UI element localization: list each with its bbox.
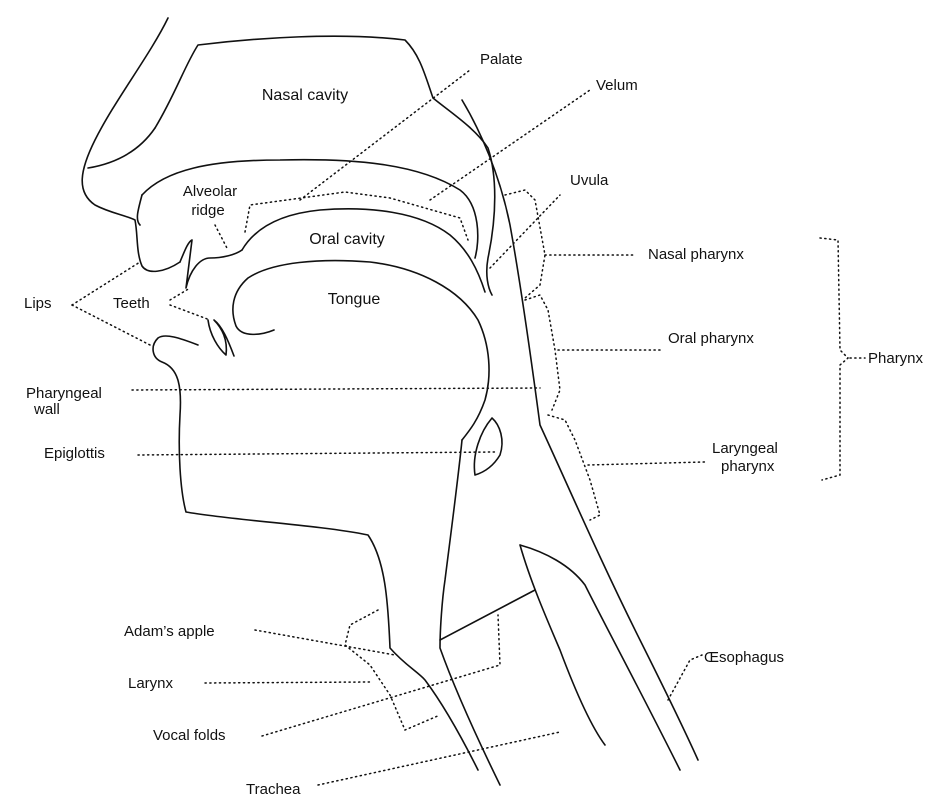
label-oral-pharynx: Oral pharynx (668, 330, 754, 347)
label-uvula: Uvula (570, 172, 609, 189)
lead-trachea (317, 731, 561, 786)
label-nasal-cavity: Nasal cavity (262, 87, 348, 104)
lead-pharyngeal-wall (131, 387, 541, 391)
trachea-front-wall (439, 439, 501, 786)
label-laryngeal-pharynx-1: Laryngeal (712, 440, 778, 457)
oesophagus-tube (519, 544, 681, 771)
oral-pharynx-bracket (524, 294, 561, 411)
label-palate: Palate (480, 51, 523, 68)
label-tongue: Tongue (328, 291, 381, 308)
pharynx-bracket (819, 237, 850, 481)
label-nasal-pharynx: Nasal pharynx (648, 246, 744, 263)
label-trachea: Trachea (246, 781, 301, 798)
lead-teeth-lower (169, 304, 211, 321)
label-epiglottis: Epiglottis (44, 445, 105, 462)
leader-lines (71, 69, 866, 786)
lead-velum (429, 89, 591, 201)
lead-adams-apple (254, 629, 396, 656)
lower-teeth (207, 319, 235, 357)
lower-face-profile (152, 335, 479, 771)
nasal-cavity-floor (141, 158, 479, 259)
tongue-surface (232, 259, 490, 441)
label-alveolar-2: ridge (191, 202, 224, 219)
lead-teeth-upper (169, 287, 191, 301)
lead-oesophagus (667, 654, 703, 701)
label-vocal-folds: Vocal folds (153, 727, 226, 744)
label-larynx: Larynx (128, 675, 174, 692)
label-velum: Velum (596, 77, 638, 94)
lead-palate (299, 69, 471, 201)
label-adams-apple: Adam’s apple (124, 623, 215, 640)
anatomy-outlines (81, 17, 699, 786)
nostril-line (87, 127, 156, 169)
nasal-cavity-outline (154, 35, 496, 296)
lead-palate-bracket (244, 191, 469, 241)
label-oesophagus: Œsophagus (704, 649, 784, 666)
lead-larynx (204, 681, 371, 684)
lead-laryngeal-pharynx (587, 461, 706, 466)
upper-teeth (136, 194, 243, 289)
label-pharynx: Pharynx (868, 350, 924, 367)
face-profile-upper (81, 17, 181, 273)
label-alveolar-1: Alveolar (183, 183, 237, 200)
epiglottis-shape (473, 417, 503, 476)
label-oral-cavity: Oral cavity (309, 231, 385, 248)
vocal-fold-line (439, 589, 536, 641)
label-lips: Lips (24, 295, 52, 312)
pharyngeal-back-wall (461, 99, 699, 761)
laryngeal-pharynx-bracket (547, 414, 601, 521)
label-laryngeal-pharynx-2: pharynx (721, 458, 775, 475)
lead-epiglottis (137, 451, 496, 456)
label-pharyngeal-wall-2: wall (33, 401, 60, 418)
larynx-bracket (344, 609, 441, 731)
nasal-pharynx-bracket (504, 189, 546, 299)
lead-vocal-folds (261, 614, 501, 737)
labels: Nasal cavity Palate Velum Uvula Alveolar… (24, 51, 924, 798)
label-pharyngeal-wall-1: Pharyngeal (26, 385, 102, 402)
lead-lips-lower (71, 304, 151, 346)
label-teeth: Teeth (113, 295, 150, 312)
lead-alveolar (214, 224, 229, 251)
lead-uvula (489, 194, 561, 269)
lead-lips-upper (71, 261, 141, 306)
palate-underside (241, 208, 486, 293)
